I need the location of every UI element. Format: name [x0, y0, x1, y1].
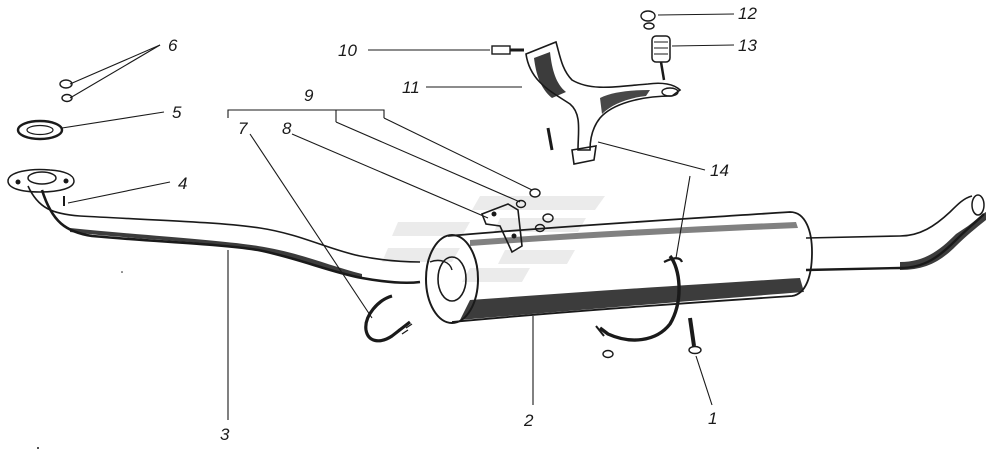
callout-14: 14	[710, 161, 729, 180]
callout-labels: 1 2 3 4 5 6 7 8 9 10 11 12 13 14	[168, 4, 757, 444]
hanger-bolt	[491, 45, 524, 55]
callout-4: 4	[178, 174, 187, 193]
callout-10: 10	[338, 41, 357, 60]
callout-12: 12	[738, 4, 757, 23]
callout-3: 3	[220, 425, 230, 444]
sealing-gasket	[16, 119, 64, 141]
callout-13: 13	[738, 36, 757, 55]
callout-7: 7	[238, 119, 248, 138]
callout-5: 5	[172, 103, 182, 122]
nut-and-washer	[59, 79, 73, 103]
rubber-cushion	[651, 35, 671, 81]
muffler-bracket	[480, 203, 523, 254]
callout-8: 8	[282, 119, 292, 138]
u-bolt-clamp	[364, 294, 413, 343]
muffler-strap-clamp	[595, 254, 684, 359]
front-exhaust-pipe	[7, 168, 421, 285]
callout-11: 11	[402, 78, 420, 97]
bracket-nuts	[515, 188, 554, 233]
callout-1: 1	[708, 409, 717, 428]
callout-6: 6	[168, 36, 178, 55]
top-nut	[640, 10, 656, 30]
tail-pipe	[805, 194, 986, 272]
leader-lines	[61, 13, 735, 420]
strap-bolt	[688, 317, 702, 355]
callout-2: 2	[523, 411, 534, 430]
callout-9: 9	[304, 86, 314, 105]
hanger-bracket	[525, 40, 682, 165]
muffler	[425, 211, 813, 324]
